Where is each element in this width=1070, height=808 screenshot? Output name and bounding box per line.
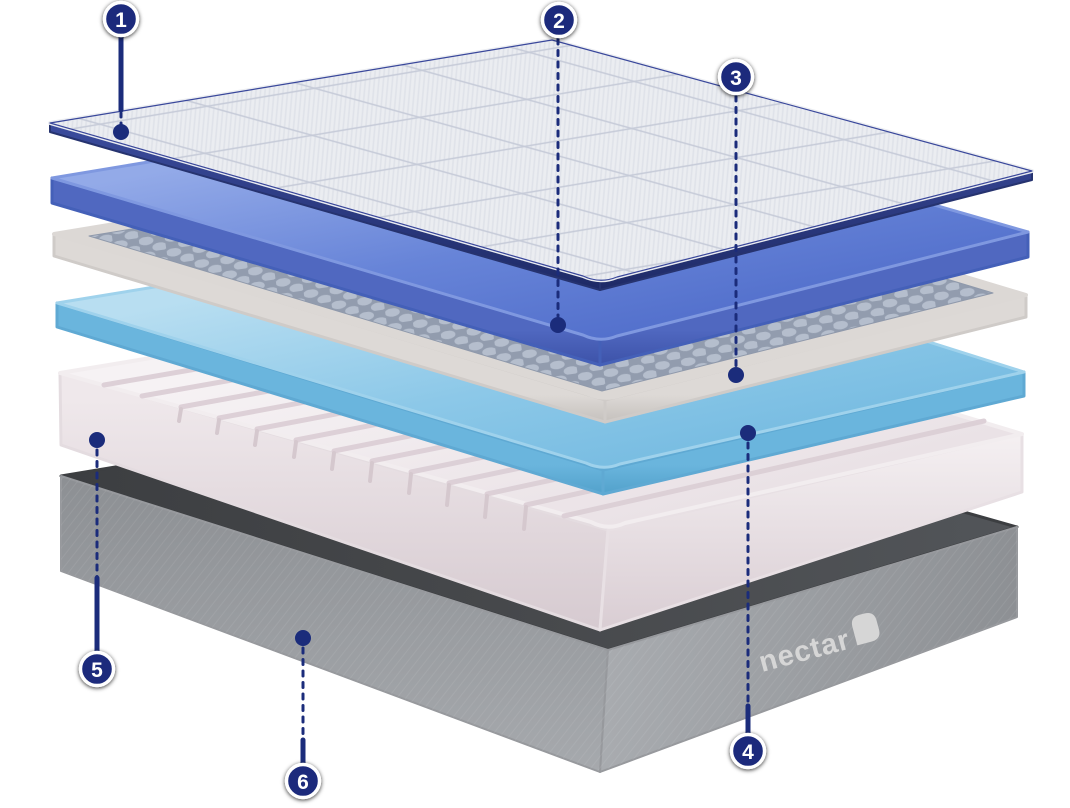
callout-3-endpoint-dot [728,367,744,383]
base-fabric-texture [61,476,1017,772]
groove-notch [253,429,259,447]
callout-1-endpoint-dot [113,124,129,140]
callout-3-badge-circle [717,58,755,96]
callout-5-badge-circle [78,650,116,688]
callout-5-number: 5 [91,659,103,682]
callout-3-badge[interactable]: 3 [717,58,755,96]
callout-3-number: 3 [730,67,742,90]
callout-5-endpoint-dot [89,432,105,448]
foam-groove-notches [177,407,528,531]
groove-line [561,418,987,519]
callouts: 1 2 3 4 [78,0,767,800]
callout-5-badge[interactable]: 5 [78,650,116,688]
groove-notch [522,505,528,531]
callout-4-number: 4 [742,741,754,764]
callout-1-badge[interactable]: 1 [102,0,140,38]
cover-quilt-pattern-b [49,39,1033,281]
callout-2-number: 2 [553,10,565,33]
callout-1: 1 [102,0,140,140]
groove-notch [330,451,336,471]
groove-notch [483,494,489,519]
callout-6-number: 6 [297,771,309,794]
groove-notch [215,418,221,435]
callout-2-badge[interactable]: 2 [540,1,578,39]
callout-2-endpoint-dot [550,317,566,333]
groove-notch [368,461,374,483]
callout-6: 6 [284,630,322,800]
callout-2-badge-circle [540,1,578,39]
groove-notch [292,440,298,459]
callout-6-badge-circle [284,762,322,800]
groove-notch [177,407,183,423]
groove-notch [445,483,451,507]
callout-6-badge[interactable]: 6 [284,762,322,800]
callout-2: 2 [540,1,578,333]
callout-1-badge-circle [102,0,140,38]
callout-4-endpoint-dot [740,425,756,441]
callout-4-badge-circle [729,732,767,770]
callout-4-badge[interactable]: 4 [729,732,767,770]
callout-6-endpoint-dot [295,630,311,646]
callout-3: 3 [717,58,755,383]
groove-notch [407,472,413,495]
callout-1-number: 1 [115,9,127,32]
callout-4: 4 [729,425,767,770]
nectar-logo-icon [851,612,880,646]
layer-1-quilted-cover [48,38,1034,291]
callout-5: 5 [78,432,116,688]
